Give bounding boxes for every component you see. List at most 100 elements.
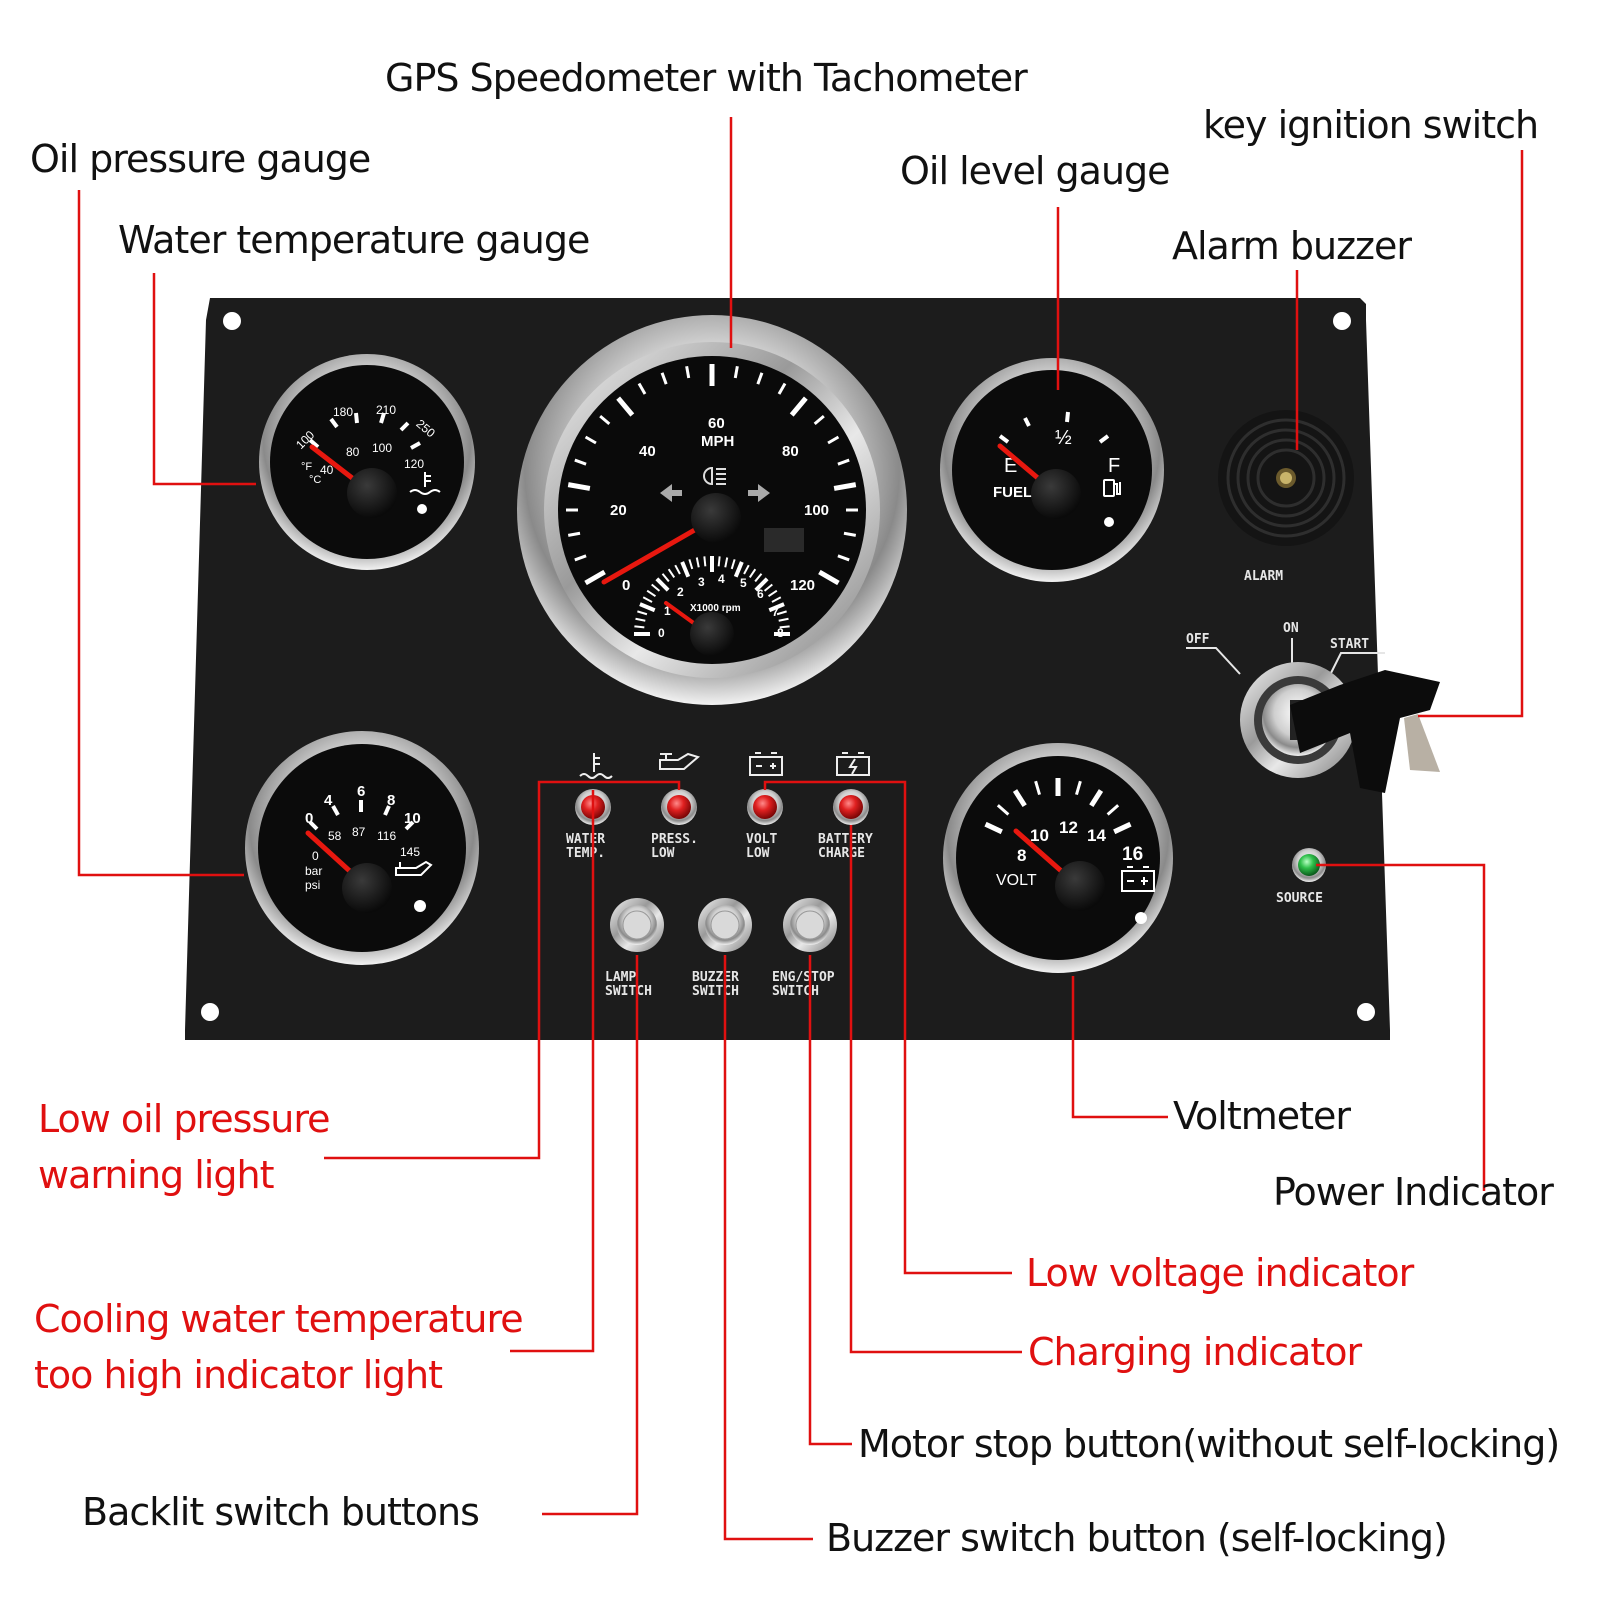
- gauge-ticks: [998, 411, 1110, 444]
- switch-label: SWITCH: [692, 984, 739, 999]
- battery-icon: [1121, 866, 1155, 892]
- tick-mark: [660, 372, 668, 385]
- tick-mark: [818, 569, 840, 586]
- gauge-ticks: [984, 778, 1132, 835]
- tick-label: 1: [664, 604, 671, 618]
- tick-mark: [837, 458, 850, 466]
- unit-label: FUEL: [993, 484, 1032, 501]
- oil-level-gauge: E ½ F FUEL: [940, 358, 1164, 582]
- speed-needle: [601, 517, 715, 585]
- water-temperature-gauge: 100 180 210 250 40 80 100 120 °F °C: [259, 354, 475, 570]
- tick-label: 2: [677, 585, 684, 599]
- unit-label: bar: [305, 864, 322, 878]
- tick-mark: [996, 804, 1010, 816]
- key-start-label: START: [1330, 637, 1369, 652]
- tick-mark: [837, 554, 850, 562]
- leader-power: [1316, 863, 1486, 1191]
- tick-mark: [584, 435, 597, 445]
- unit-label: °F: [301, 461, 312, 473]
- tachometer-ticks: [634, 556, 790, 636]
- tick-mark: [574, 458, 587, 466]
- switch-label: BUZZER: [692, 970, 739, 985]
- warn-label: CHARGE: [818, 846, 865, 861]
- tick-label: 8: [777, 626, 784, 640]
- tick-label: 7: [772, 605, 779, 619]
- callout-power-indicator: Power Indicator: [1273, 1170, 1554, 1214]
- tick-mark: [756, 372, 764, 385]
- tick-label: 6: [357, 783, 365, 800]
- leader-motor-stop: [808, 955, 852, 1446]
- tick-label: 0: [658, 626, 665, 640]
- tick-mark: [1089, 789, 1104, 808]
- mount-hole: [1357, 1003, 1375, 1021]
- needle-hub: [347, 468, 397, 518]
- key-head: [1290, 670, 1440, 793]
- tick-label: 4: [718, 572, 725, 586]
- mount-hole: [201, 1003, 219, 1021]
- needle-hub: [1031, 469, 1081, 519]
- oil-can-icon: [395, 860, 433, 876]
- tick-mark: [1106, 804, 1120, 816]
- callout-buzzer-switch: Buzzer switch button (self-locking): [826, 1516, 1448, 1560]
- voltmeter-gauge: 8 10 12 14 16 VOLT: [943, 743, 1173, 973]
- tick-mark: [778, 617, 789, 622]
- warn-label: BATTERY: [818, 832, 873, 847]
- callout-low-voltage: Low voltage indicator: [1026, 1251, 1414, 1295]
- callout-motor-stop: Motor stop button(without self-locking): [858, 1422, 1560, 1466]
- switch-label: SWITCH: [772, 984, 819, 999]
- alarm-buzzer: [1218, 410, 1354, 546]
- switch-label: SWITCH: [605, 984, 652, 999]
- oil-pressure-warning-led: [661, 789, 697, 825]
- tick-mark: [754, 577, 769, 592]
- tick-mark: [639, 602, 656, 613]
- tick-mark: [833, 482, 857, 491]
- tick-mark: [768, 602, 785, 613]
- tick-mark: [743, 564, 750, 575]
- tick-mark: [685, 365, 691, 379]
- tick-mark: [843, 531, 857, 537]
- tick-mark: [635, 617, 646, 622]
- unit-label: °C: [309, 474, 321, 486]
- callout-gps-speedometer: GPS Speedometer with Tachometer: [385, 56, 1028, 100]
- oil-warning-icon: [659, 752, 701, 770]
- tick-label: 210: [376, 403, 396, 417]
- tick-label: 8: [387, 792, 395, 809]
- speedo-ticks: [566, 364, 858, 586]
- callout-cooling-water: Cooling water temperature: [34, 1297, 524, 1341]
- fuel-half: ½: [1055, 427, 1072, 449]
- warn-label: LOW: [651, 846, 675, 861]
- tick-label: 0: [622, 577, 630, 594]
- tick-mark: [703, 556, 707, 567]
- tick-mark: [984, 821, 1003, 835]
- unit-label: VOLT: [996, 872, 1037, 889]
- callout-low-oil-pressure: Low oil pressure: [38, 1097, 330, 1141]
- power-indicator-led: [1292, 848, 1326, 882]
- leader-cooling: [510, 790, 595, 1353]
- tick-label: 87: [352, 825, 366, 839]
- lcd-display: [764, 528, 804, 552]
- tick-mark: [813, 415, 825, 426]
- engine-stop-switch-button[interactable]: [783, 898, 837, 952]
- tick-label: 16: [1122, 844, 1143, 865]
- tick-mark: [771, 596, 782, 603]
- tick-mark: [680, 561, 691, 578]
- tick-mark: [748, 568, 757, 579]
- leader-low-voltage: [763, 780, 1012, 1275]
- tick-mark: [754, 573, 763, 583]
- tick-mark: [730, 559, 736, 570]
- gauge-ticks: [308, 412, 421, 450]
- backlight-dot: [1104, 517, 1114, 527]
- warn-label: TEMP.: [566, 846, 605, 861]
- lamp-switch-button[interactable]: [610, 898, 664, 952]
- buzzer-switch-button[interactable]: [698, 898, 752, 952]
- switch-label: LAMP: [605, 970, 636, 985]
- tick-mark: [667, 568, 676, 579]
- key-off-label: OFF: [1186, 632, 1210, 647]
- leader-low-oil: [324, 780, 681, 1160]
- leader-lines: [77, 117, 1524, 1541]
- backlight-dot: [1135, 912, 1147, 924]
- leader-water-temp: [152, 273, 256, 486]
- tick-mark: [763, 583, 773, 592]
- tick-label: 0: [312, 849, 319, 863]
- callout-backlit-switches: Backlit switch buttons: [82, 1490, 480, 1534]
